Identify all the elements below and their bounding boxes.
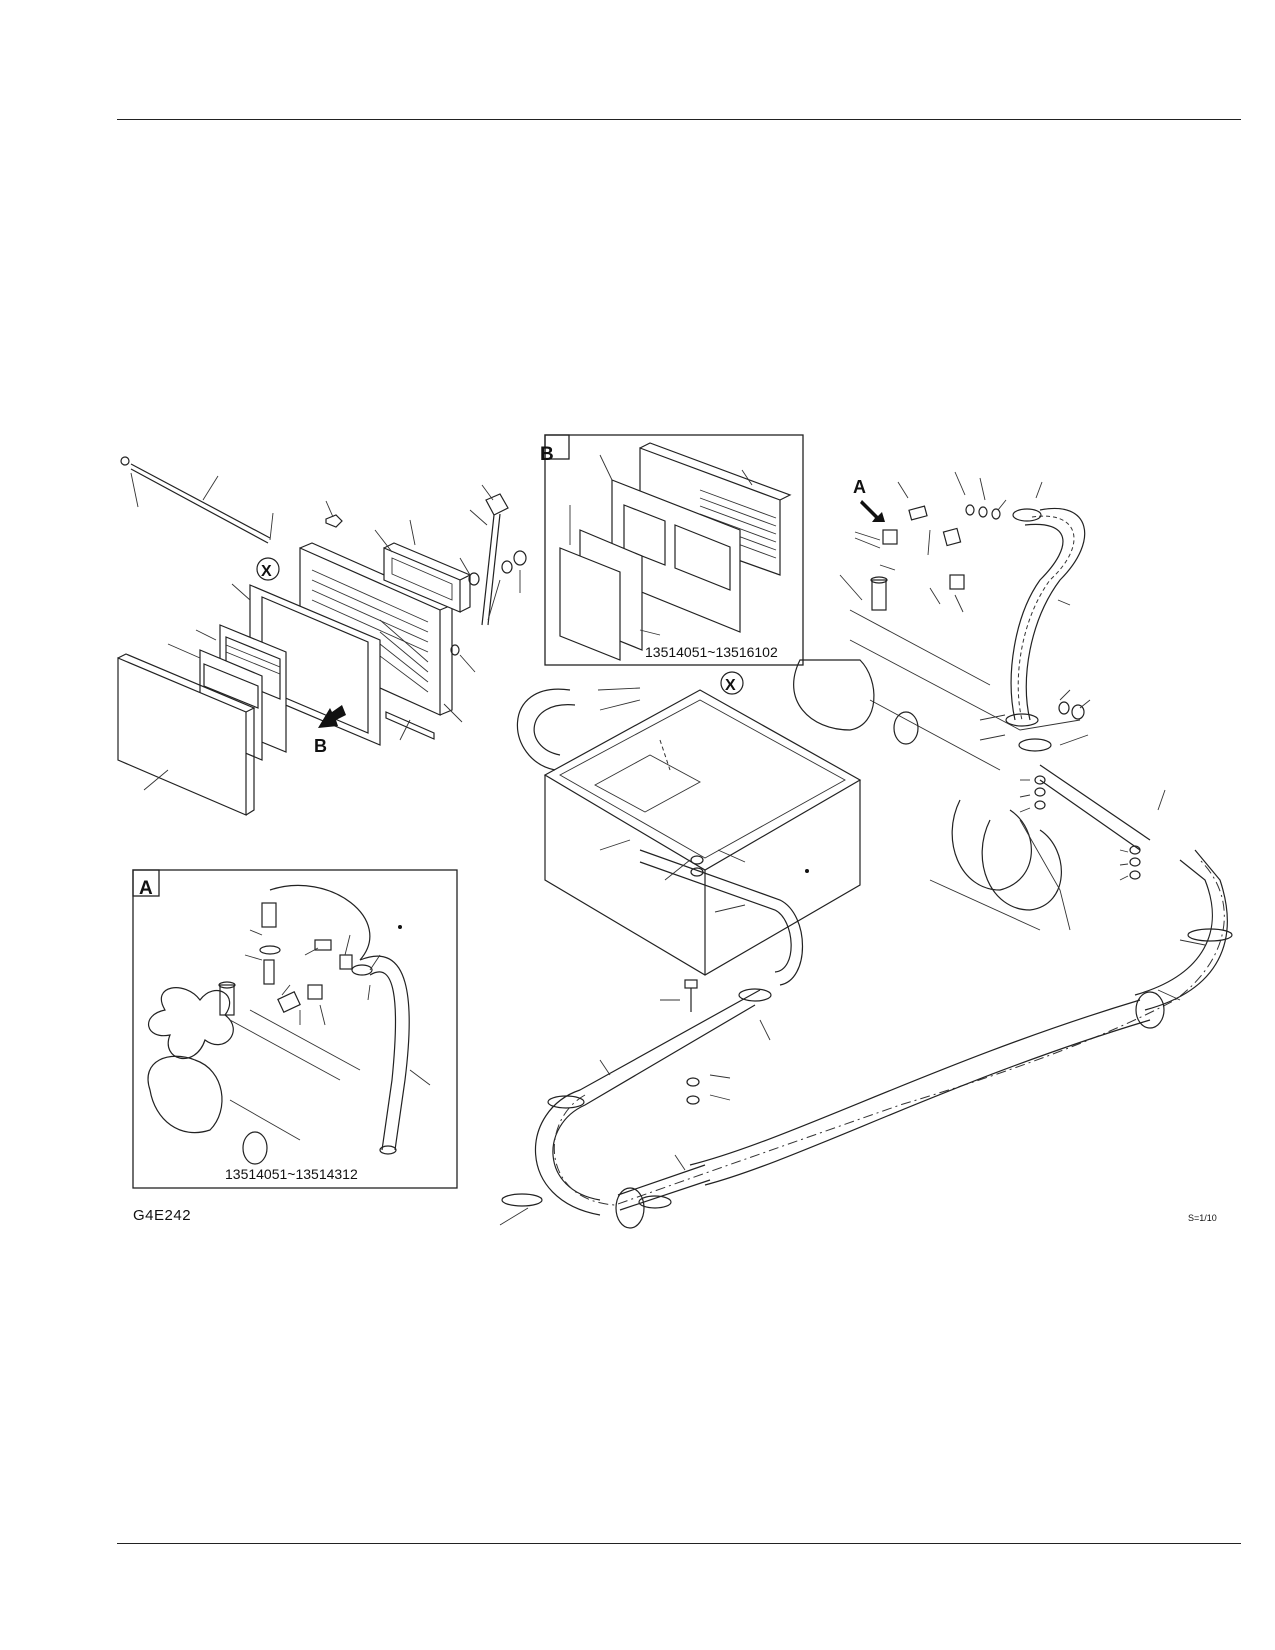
arrow-a-label: A: [853, 477, 866, 497]
tank-and-hoses: [499, 687, 1233, 1229]
figure-code: G4E242: [133, 1207, 192, 1224]
radiator-exploded-group: [117, 456, 527, 816]
x-marker-right-label: X: [725, 677, 736, 694]
view-b-inset: [544, 434, 804, 666]
view-b-serial-range: 13514051~13516102: [645, 644, 778, 660]
x-marker-left: [256, 557, 280, 581]
view-a-serial-range: 13514051~13514312: [225, 1166, 358, 1182]
x-marker-right: [720, 671, 744, 695]
engine-and-fittings: [398, 471, 1166, 931]
arrow-b-label: B: [314, 736, 327, 756]
view-a-letter: A: [139, 878, 153, 899]
scale-note: S=1/10: [1188, 1213, 1217, 1223]
top-rule: [117, 119, 1241, 120]
x-marker-left-label: X: [261, 563, 272, 580]
view-b-letter: B: [540, 444, 554, 465]
bottom-rule: [117, 1543, 1241, 1544]
view-a-inset: [132, 869, 458, 1189]
